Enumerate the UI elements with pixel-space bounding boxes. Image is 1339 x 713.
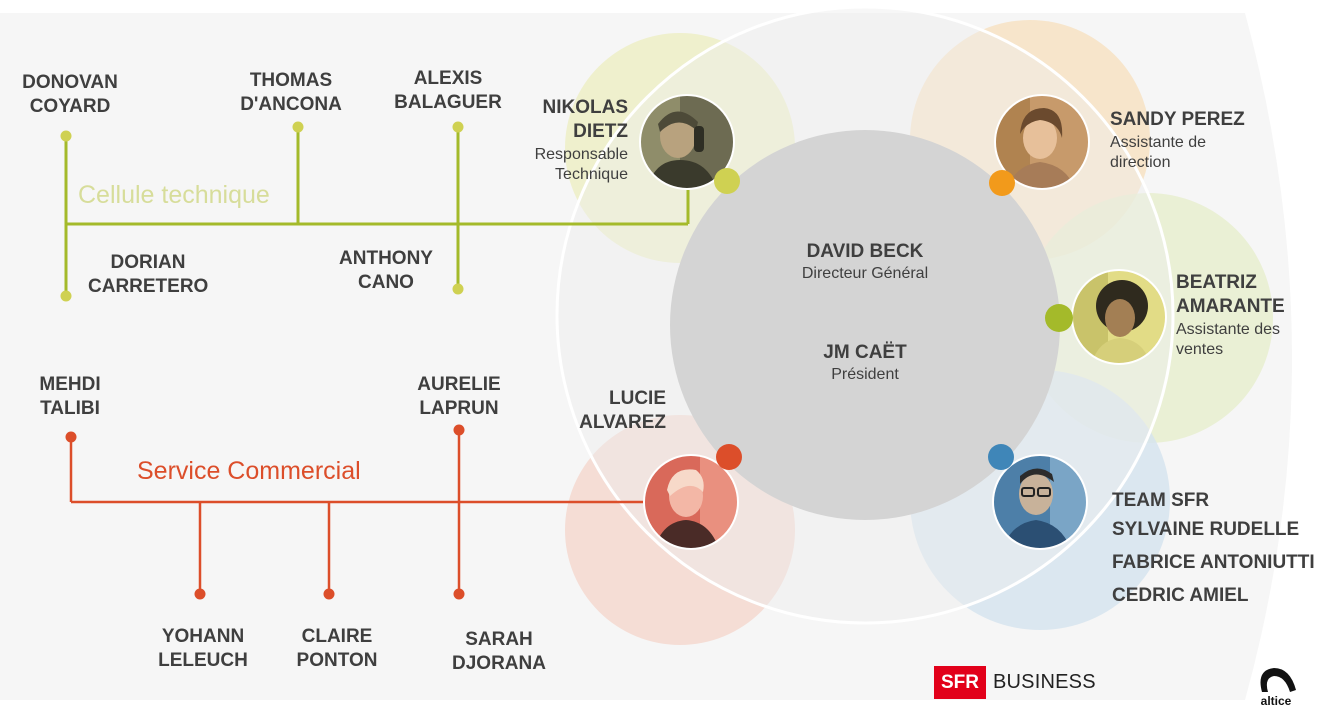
dot-yohann	[194, 588, 206, 600]
member-first-name: DORIAN	[110, 252, 186, 273]
man-with-glasses-icon	[993, 455, 1087, 549]
lead-lucie-alvarez: LUCIE ALVAREZ	[520, 387, 666, 435]
role-line: ventes	[1176, 341, 1224, 358]
avatar-lucie	[643, 444, 742, 550]
lead-first-name: LUCIE	[609, 388, 666, 409]
dot-anthony	[452, 283, 464, 295]
technical-dots	[60, 121, 464, 302]
member-dorian-carretero: DORIAN CARRETERO	[88, 251, 208, 299]
role-line: direction	[1110, 154, 1171, 171]
sfr-business-logo: SFR BUSINESS	[934, 666, 1096, 699]
dot-dorian	[60, 290, 72, 302]
service-commercial-title: Service Commercial	[137, 457, 361, 485]
commercial-connectors	[69, 430, 645, 594]
accent-dot-lucie	[716, 444, 742, 470]
beatriz-last-name: AMARANTE	[1176, 296, 1285, 317]
team-sfr-title: TEAM SFR	[1112, 490, 1210, 511]
altice-logo-mark	[1260, 668, 1296, 692]
member-first-name: MEHDI	[39, 374, 101, 395]
lead-last-name: ALVAREZ	[579, 412, 666, 433]
dot-mehdi	[65, 431, 77, 443]
member-last-name: PONTON	[296, 650, 378, 671]
member-mehdi-talibi: MEHDI TALIBI	[10, 373, 130, 421]
dot-thomas	[292, 121, 304, 133]
technical-connectors	[64, 127, 690, 296]
member-last-name: CANO	[358, 272, 414, 293]
sandy-role: Assistante de direction	[1110, 133, 1206, 173]
sandy-name: SANDY PEREZ	[1110, 109, 1245, 130]
dot-alexis	[452, 121, 464, 133]
member-first-name: CLAIRE	[301, 626, 373, 647]
member-thomas-dancona: THOMAS D'ANCONA	[231, 69, 351, 117]
team-member: CEDRIC AMIEL	[1112, 585, 1249, 606]
center-circle	[670, 130, 1060, 520]
commercial-dots	[65, 424, 465, 600]
lead-first-name: NIKOLAS	[542, 97, 629, 118]
accent-dot-sandy	[989, 170, 1015, 196]
beatriz-name: BEATRIZ AMARANTE	[1176, 271, 1285, 319]
member-sarah-djorana: SARAH DJORANA	[439, 628, 559, 676]
lead-last-name: DIETZ	[573, 121, 628, 142]
member-first-name: AURELIE	[417, 374, 501, 395]
accent-dot-beatriz	[1045, 304, 1073, 332]
director-name: DAVID BECK	[806, 241, 924, 262]
lead-nikolas-dietz: NIKOLAS DIETZ	[490, 96, 629, 144]
dot-sarah	[453, 588, 465, 600]
altice-logo: altice	[1253, 664, 1299, 708]
dot-claire	[323, 588, 335, 600]
role-line: Technique	[555, 166, 628, 183]
member-last-name: DJORANA	[452, 653, 546, 674]
member-alexis-balaguer: ALEXIS BALAGUER	[388, 67, 508, 115]
lead-nikolas-role: Responsable Technique	[490, 145, 628, 185]
member-last-name: TALIBI	[40, 398, 100, 419]
dot-aurelie	[453, 424, 465, 436]
member-anthony-cano: ANTHONY CANO	[326, 247, 446, 295]
sfr-logo-word: BUSINESS	[993, 671, 1096, 693]
member-first-name: SARAH	[465, 629, 533, 650]
beatriz-role: Assistante des ventes	[1176, 320, 1280, 360]
sfr-logo-box: SFR	[934, 666, 986, 699]
beatriz-first-name: BEATRIZ	[1176, 272, 1257, 293]
member-first-name: YOHANN	[161, 626, 245, 647]
director-title: Directeur Général	[801, 265, 929, 282]
member-claire-ponton: CLAIRE PONTON	[277, 625, 397, 673]
member-last-name: LELEUCH	[158, 650, 248, 671]
avatar-sandy	[989, 94, 1090, 196]
member-first-name: THOMAS	[249, 70, 333, 91]
role-line: Assistante de	[1110, 134, 1207, 151]
cellule-technique-title: Cellule technique	[78, 181, 270, 209]
accent-dot-team	[988, 444, 1014, 470]
member-donovan-coyard: DONOVAN COYARD	[10, 71, 130, 119]
member-aurelie-laprun: AURELIE LAPRUN	[394, 373, 524, 421]
member-yohann-leleuch: YOHANN LELEUCH	[143, 625, 263, 673]
member-first-name: ALEXIS	[413, 68, 483, 89]
team-member: FABRICE ANTONIUTTI	[1112, 552, 1315, 573]
member-last-name: CARRETERO	[88, 276, 209, 297]
avatar-team-sfr	[988, 444, 1088, 550]
woman-portrait-icon	[644, 455, 738, 549]
member-first-name: DONOVAN	[22, 72, 118, 93]
member-last-name: BALAGUER	[394, 92, 502, 113]
president-name: JM CAËT	[823, 342, 907, 363]
member-last-name: COYARD	[29, 96, 111, 117]
role-line: Responsable	[534, 146, 628, 163]
member-first-name: ANTHONY	[339, 248, 433, 269]
role-line: Assistante des	[1176, 321, 1281, 338]
accent-dot-nikolas	[714, 168, 740, 194]
member-last-name: LAPRUN	[419, 398, 499, 419]
dot-donovan	[60, 130, 72, 142]
member-last-name: D'ANCONA	[240, 94, 342, 115]
president-title: Président	[831, 366, 899, 383]
altice-logo-word: altice	[1260, 694, 1292, 708]
team-member: SYLVAINE RUDELLE	[1112, 519, 1300, 540]
